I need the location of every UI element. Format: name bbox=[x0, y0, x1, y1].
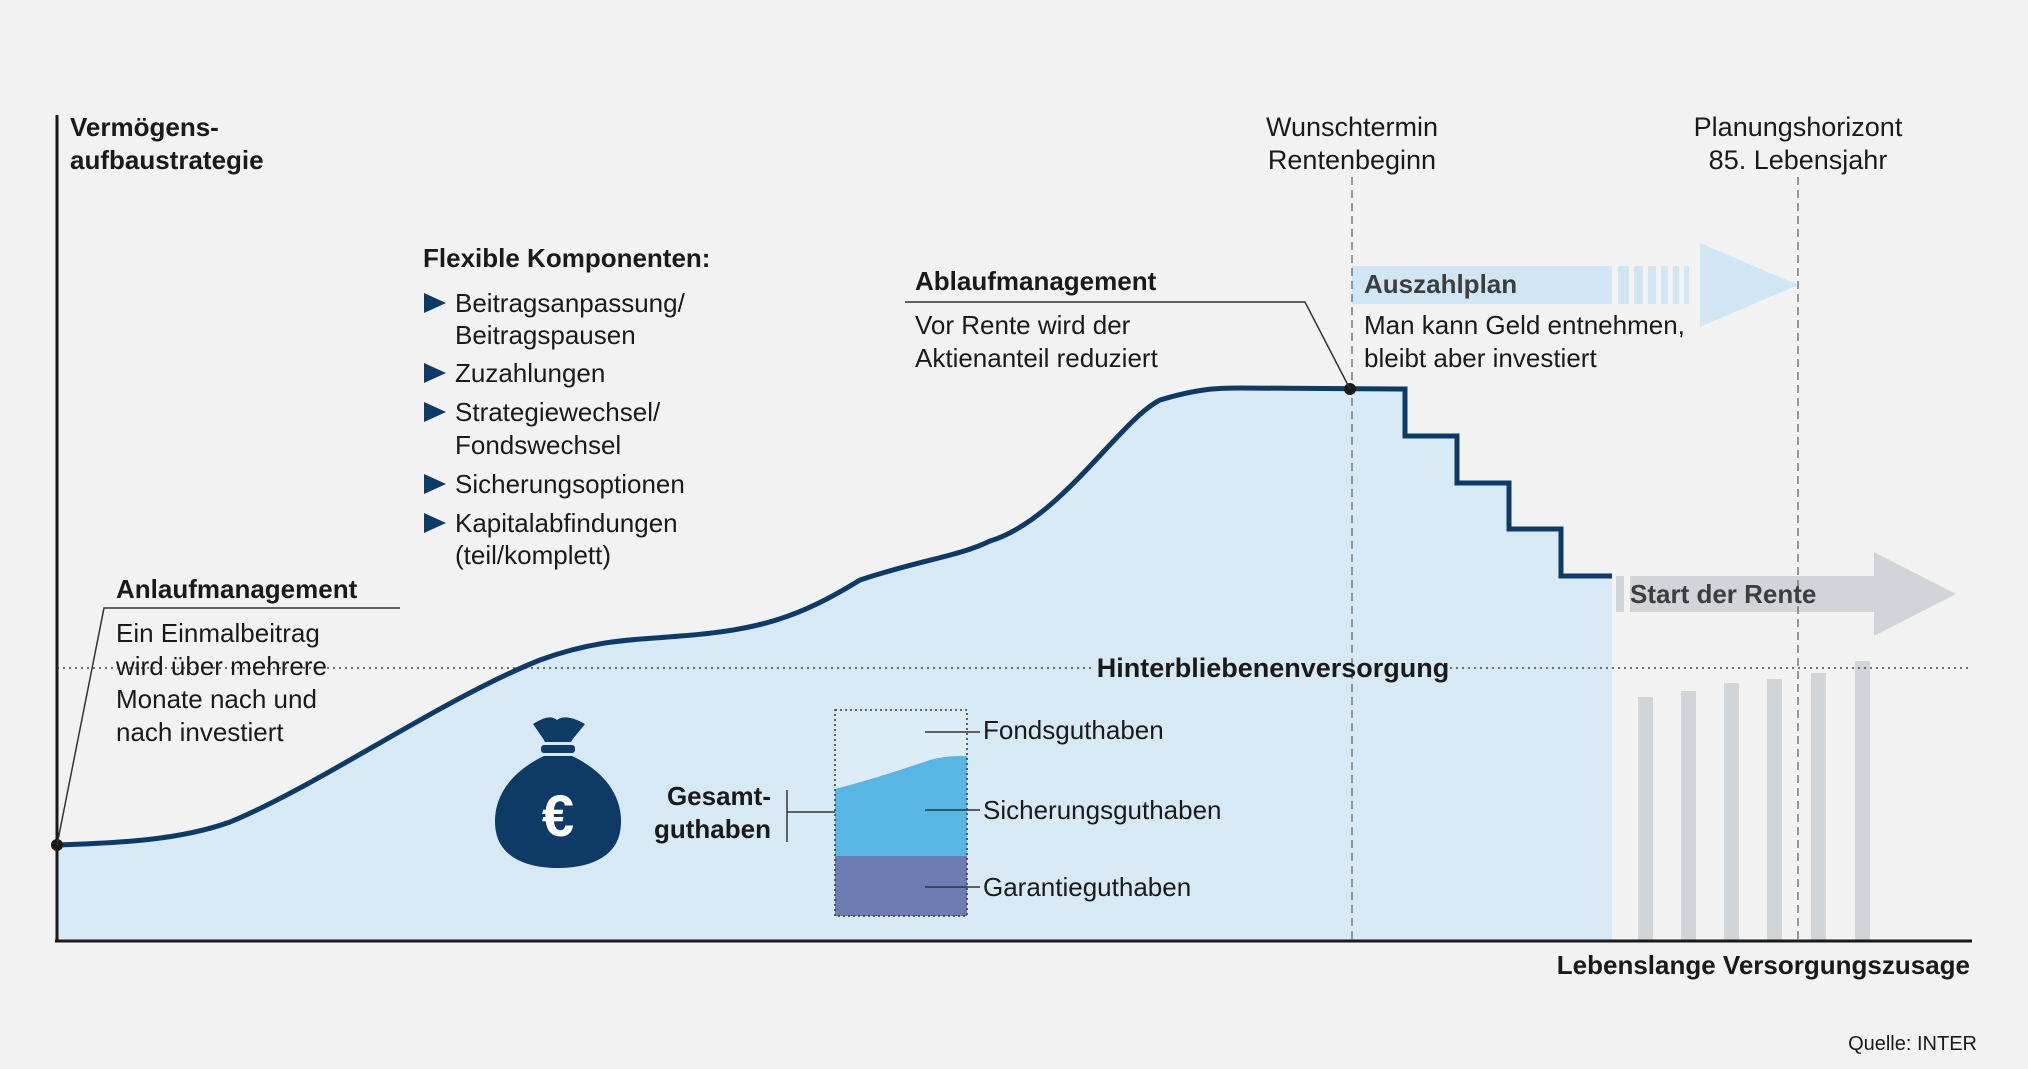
flexible-item: (teil/komplett) bbox=[455, 540, 611, 570]
y-axis-label-2: aufbaustrategie bbox=[70, 145, 264, 175]
flexible-title: Flexible Komponenten: bbox=[423, 243, 710, 273]
anlauf-text: wird über mehrere bbox=[115, 651, 327, 681]
planung-label-1: Planungshorizont bbox=[1694, 112, 1903, 142]
y-axis-label-1: Vermögens- bbox=[70, 112, 219, 142]
payout-bar bbox=[1638, 697, 1653, 940]
auszahl-title: Auszahlplan bbox=[1364, 269, 1517, 299]
flexible-item: Strategiewechsel/ bbox=[455, 397, 661, 427]
ablauf-text: Vor Rente wird der bbox=[915, 310, 1131, 340]
money-bag-icon: € bbox=[494, 717, 622, 868]
start-rente-label: Start der Rente bbox=[1630, 579, 1816, 609]
triangle-bullet-icon bbox=[424, 474, 446, 494]
legend-sicherung: Sicherungsguthaben bbox=[983, 795, 1222, 825]
payout-bars bbox=[1638, 661, 1870, 940]
gesamt-label-2: guthaben bbox=[654, 814, 771, 844]
flexible-item: Sicherungsoptionen bbox=[455, 469, 685, 499]
auszahl-arrow bbox=[1352, 243, 1798, 327]
euro-symbol: € bbox=[542, 784, 574, 849]
auszahl-text: bleibt aber investiert bbox=[1364, 343, 1597, 373]
anlauf-title: Anlaufmanagement bbox=[116, 574, 358, 604]
hinterbliebenen-label: Hinterbliebenenversorgung bbox=[1097, 653, 1450, 683]
wealth-curve bbox=[56, 385, 1612, 848]
triangle-bullet-icon bbox=[424, 363, 446, 383]
start-rente-arrow bbox=[1616, 552, 1956, 636]
anlauf-text: nach investiert bbox=[116, 717, 284, 747]
flexible-item: Beitragsanpassung/ bbox=[455, 288, 686, 318]
guthaben-stack bbox=[834, 709, 968, 917]
flexible-item: Zuzahlungen bbox=[455, 358, 605, 388]
auszahl-text: Man kann Geld entnehmen, bbox=[1364, 310, 1685, 340]
payout-bar bbox=[1811, 673, 1826, 940]
flexible-item: Fondswechsel bbox=[455, 430, 621, 460]
payout-bar bbox=[1767, 679, 1782, 940]
payout-bar bbox=[1724, 683, 1739, 940]
payout-bar bbox=[1681, 691, 1696, 940]
triangle-bullet-icon bbox=[424, 293, 446, 313]
wealth-area bbox=[57, 388, 1612, 940]
garantie-layer bbox=[835, 856, 967, 916]
anlauf-text: Ein Einmalbeitrag bbox=[116, 618, 320, 648]
legend-fonds: Fondsguthaben bbox=[983, 715, 1164, 745]
anlauf-text: Monate nach und bbox=[116, 684, 317, 714]
triangle-bullet-icon bbox=[424, 513, 446, 533]
triangle-bullet-icon bbox=[424, 402, 446, 422]
sicherung-layer bbox=[835, 756, 967, 856]
x-axis-label: Lebenslange Versorgungszusage bbox=[1557, 950, 1970, 980]
planung-label-2: 85. Lebensjahr bbox=[1709, 145, 1888, 175]
ablauf-text: Aktienanteil reduziert bbox=[915, 343, 1159, 373]
ablauf-title: Ablaufmanagement bbox=[915, 266, 1157, 296]
source-label: Quelle: INTER bbox=[1848, 1033, 1977, 1055]
wunsch-label-2: Rentenbeginn bbox=[1268, 145, 1436, 175]
flexible-list: Beitragsanpassung/ Beitragspausen Zuzahl… bbox=[424, 288, 686, 570]
gesamt-label-1: Gesamt- bbox=[667, 781, 771, 811]
wunsch-label-1: Wunschtermin bbox=[1266, 112, 1438, 142]
payout-bar bbox=[1855, 661, 1870, 940]
legend-garantie: Garantieguthaben bbox=[983, 872, 1191, 902]
ablauf-leader bbox=[905, 301, 1351, 390]
anlauf-leader bbox=[56, 607, 400, 846]
flexible-item: Kapitalabfindungen bbox=[455, 508, 678, 538]
flexible-item: Beitragspausen bbox=[455, 320, 636, 350]
